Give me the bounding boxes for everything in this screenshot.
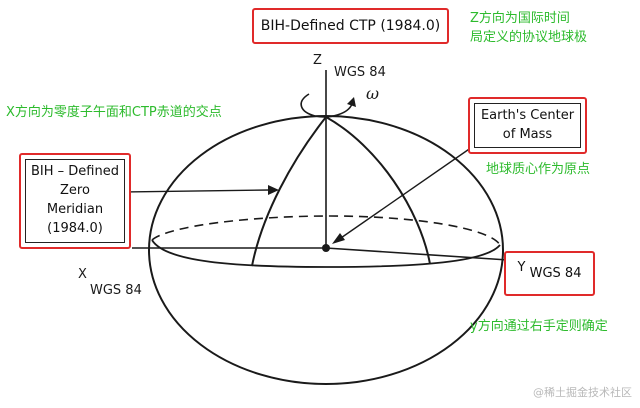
x-direction-note: X方向为零度子午面和CTP赤道的交点: [6, 105, 222, 120]
zero-meridian-box: BIH – Defined Zero Meridian (1984.0): [19, 153, 131, 249]
equator-back: [151, 215, 501, 246]
watermark: @稀土掘金技术社区: [533, 386, 632, 399]
x-axis-label: X: [78, 267, 87, 282]
rotation-arrow: [300, 93, 353, 118]
zero-meridian-line2: Zero: [60, 183, 90, 199]
y-axis-sub-label: WGS 84: [529, 266, 582, 281]
x-axis-sub-label: WGS 84: [90, 283, 142, 298]
y-axis-line: [325, 247, 509, 261]
y-direction-note: y方向通过右手定则确定: [470, 319, 608, 334]
earth-center-line1: Earth's Center: [480, 108, 575, 124]
meridian-pointer-line: [125, 189, 271, 193]
center-pointer-arrowhead: [332, 233, 345, 244]
earth-center-box: Earth's Center of Mass: [468, 97, 587, 154]
zero-meridian-line4: (1984.0): [47, 220, 103, 236]
rotation-arrowhead: [347, 97, 356, 107]
center-pointer-line: [337, 144, 476, 241]
ctp-label: BIH-Defined CTP (1984.0): [260, 18, 441, 34]
z-axis-label: Z: [313, 53, 322, 68]
origin-note: 地球质心作为原点: [486, 162, 591, 177]
y-axis-box: Y WGS 84: [504, 251, 595, 296]
center-of-mass-dot: [322, 244, 330, 252]
z-axis-sub-label: WGS 84: [334, 65, 386, 80]
zero-meridian-line3: Meridian: [46, 202, 104, 217]
zero-meridian-arc: [251, 116, 327, 267]
meridian-arc-right: [325, 116, 431, 265]
z-note-line1: Z方向为国际时间: [470, 11, 570, 26]
meridian-pointer-arrowhead: [268, 185, 279, 195]
zero-meridian-line1: BIH – Defined: [31, 164, 119, 180]
omega-symbol: ω: [366, 84, 380, 103]
z-direction-note: Z方向为国际时间 局定义的协议地球极: [470, 10, 587, 48]
earth-center-line2: of Mass: [502, 126, 553, 142]
y-axis-label: Y: [517, 260, 526, 275]
ctp-label-box: BIH-Defined CTP (1984.0): [252, 8, 449, 44]
z-note-line2: 局定义的协议地球极: [470, 29, 588, 45]
y-axis-label-row: Y WGS 84: [518, 260, 582, 281]
